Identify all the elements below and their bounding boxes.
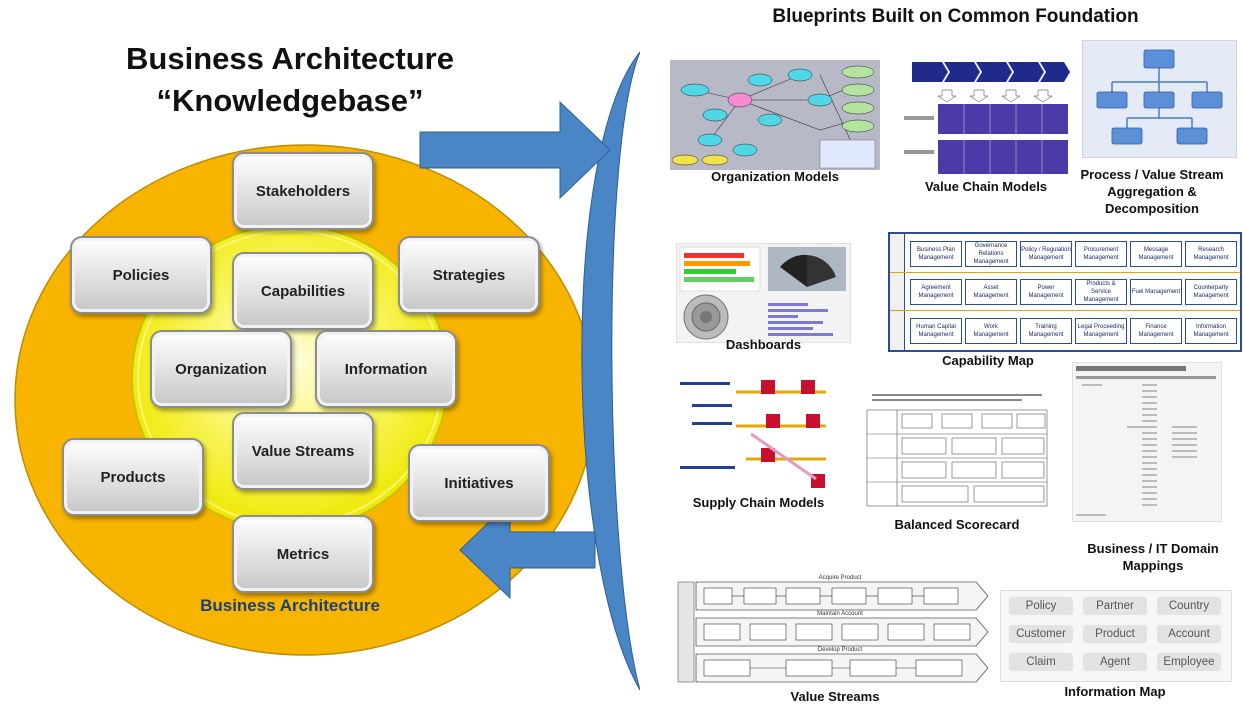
label-value-chain: Value Chain Models [924,179,1048,194]
title-line-2: “Knowledgebase” [156,83,424,118]
info-cell: Product [1083,625,1147,643]
supply-chain-thumbnail [676,374,841,494]
tile-metrics: Metrics [232,515,374,593]
tile-policies: Policies [70,236,212,314]
label-value-streams: Value Streams [790,689,880,704]
cap-cell: Procurement Management [1075,241,1127,267]
label-capability-map: Capability Map [942,353,1034,368]
curved-bracket [581,51,640,691]
info-cell: Customer [1009,625,1073,643]
label-dashboards: Dashboards [725,337,802,352]
title-line-1: Business Architecture [126,41,454,76]
blueprints-title: Blueprints Built on Common Foundation [772,6,1139,27]
info-cell: Employee [1157,653,1221,671]
arrow-from-blueprints [459,500,596,600]
vs-row-label-2: Maintain Account [817,611,863,617]
info-cell: Account [1157,625,1221,643]
info-cell: Partner [1083,597,1147,615]
label-balanced-scorecard: Balanced Scorecard [894,517,1020,532]
info-cell: Agent [1083,653,1147,671]
process-aggregation-thumbnail [1082,40,1237,158]
cap-cell: Power Management [1020,279,1072,305]
cap-cell: Counterparty Management [1185,279,1237,305]
capability-map-row-header [890,234,905,350]
cap-cell: Legal Proceeding Management [1075,318,1127,344]
cap-cell: Governance Relations Management [965,241,1017,267]
arrow-to-blueprints [419,100,611,200]
label-supply-chain: Supply Chain Models [692,495,825,510]
cap-cell: Message Management [1130,241,1182,267]
cap-cell: Information Management [1185,318,1237,344]
value-streams-thumbnail [676,574,994,684]
cap-cell: Products & Service Management [1075,279,1127,305]
cap-cell: Finance Management [1130,318,1182,344]
tile-organization: Organization [150,330,292,408]
value-chain-thumbnail [902,60,1072,178]
info-cell: Policy [1009,597,1073,615]
cap-cell: Human Capital Management [910,318,962,344]
info-cell: Country [1157,597,1221,615]
dashboards-thumbnail [676,243,851,343]
business-architecture-label: Business Architecture [200,596,380,615]
tile-products: Products [62,438,204,516]
label-process-aggregation: Process / Value Stream Aggregation & Dec… [1080,167,1224,216]
tile-information: Information [315,330,457,408]
tile-capabilities: Capabilities [232,252,374,330]
label-business-it: Business / IT Domain Mappings [1087,541,1219,573]
info-cell: Claim [1009,653,1073,671]
cap-cell: Policy / Regulation Management [1020,241,1072,267]
cap-cell: Business Plan Management [910,241,962,267]
tile-strategies: Strategies [398,236,540,314]
capability-map-thumbnail: Business Plan Management Governance Rela… [888,232,1242,352]
balanced-scorecard-thumbnail [862,390,1052,510]
information-map-thumbnail: Policy Partner Country Customer Product … [1000,590,1232,682]
label-org-models: Organization Models [711,169,839,184]
org-models-thumbnail [670,60,880,170]
tile-value-streams: Value Streams [232,412,374,490]
vs-row-label-1: Acquire Product [818,575,862,581]
cap-cell: Work Management [965,318,1017,344]
cap-cell: Asset Management [965,279,1017,305]
cap-cell: Fuel Management [1130,279,1182,305]
vs-row-label-3: Develop Product [817,647,863,653]
cap-cell: Training Management [1020,318,1072,344]
cap-cell: Agreement Management [910,279,962,305]
tile-initiatives: Initiatives [408,444,550,522]
business-it-thumbnail [1072,362,1222,522]
tile-stakeholders: Stakeholders [232,152,374,230]
label-information-map: Information Map [1064,684,1166,699]
cap-cell: Research Management [1185,241,1237,267]
knowledgebase-title: Business Architecture “Knowledgebase” [60,38,520,122]
